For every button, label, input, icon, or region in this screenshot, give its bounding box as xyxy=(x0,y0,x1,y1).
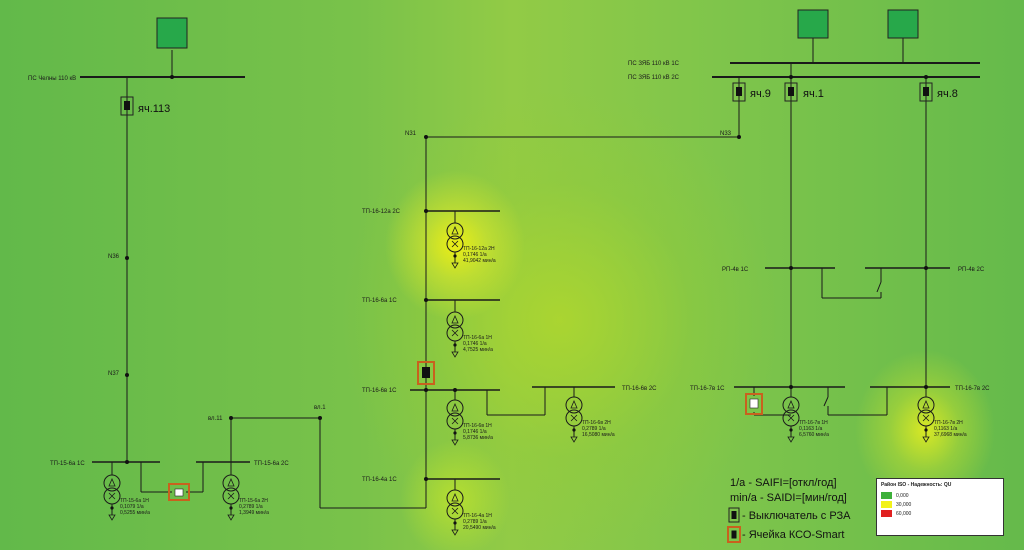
transformer-t2-name: ТП-16-6а 1Н xyxy=(463,335,492,341)
node-n36-label: N36 xyxy=(108,254,120,260)
scale-swatch xyxy=(881,501,892,508)
kso-cell-left[interactable] xyxy=(168,483,190,501)
scale-title: Район ISO - Надежность: QU xyxy=(881,482,952,488)
node-n1-label: вл.1 xyxy=(314,405,326,411)
transformer-t8-saidi: 0,5255 мин/а xyxy=(120,510,150,516)
source-right-2-box xyxy=(887,9,919,39)
node-n31-label: N31 xyxy=(405,131,417,137)
breaker-1[interactable] xyxy=(784,82,798,102)
bus-tp16-7v-2s: ТП-16-7в 2С xyxy=(955,386,990,392)
reliability-scale-legend: Район ISO - Надежность: QU 0,000 30,000 60… xyxy=(876,478,1004,536)
transformer-t6-saifi: 0,1163 1/а xyxy=(799,426,822,432)
transformer-t1[interactable]: ТП-16-12а 2Н0,1746 1/а41,9042 мин/а xyxy=(446,222,496,269)
legend-breaker: - Выключатель с РЗА xyxy=(742,510,851,522)
transformer-t8[interactable]: ТП-15-6а 1Н0,1079 1/а0,5255 мин/а xyxy=(103,474,150,521)
scale-label: 0,000 xyxy=(896,492,909,499)
transformer-t3-name: ТП-16-6в 1Н xyxy=(463,423,492,429)
transformer-t1-saidi: 41,9042 мин/а xyxy=(463,258,496,264)
kso-breaker-main[interactable] xyxy=(417,361,435,385)
breaker-9[interactable] xyxy=(732,82,746,102)
transformer-t5-name: ТП-16-4а 1Н xyxy=(463,513,492,519)
legend-kso: - Ячейка КСО-Smart xyxy=(742,529,844,541)
breaker-8[interactable] xyxy=(919,82,933,102)
transformer-t2-saidi: 4,7525 мин/а xyxy=(463,347,493,353)
cell-113-label: яч.113 xyxy=(138,103,170,115)
scale-swatch xyxy=(881,510,892,517)
transformer-t9-saidi: 1,3949 мин/а xyxy=(239,510,269,516)
bus-tp16-4a-1s: ТП-16-4а 1С xyxy=(362,477,397,483)
transformer-t1-saifi: 0,1746 1/а xyxy=(463,252,487,258)
bus-tp16-6v-1s: ТП-16-6в 1С xyxy=(362,388,397,394)
legend-saifi: 1/a - SAIFI=[откл/год] xyxy=(730,477,837,489)
bus-tp16-6v-2s: ТП-16-6в 2С xyxy=(622,386,657,392)
transformer-t4-saifi: 0,2789 1/а xyxy=(582,426,606,432)
transformer-t7-saifi: 0,1163 1/а xyxy=(934,426,957,432)
transformer-t1-name: ТП-16-12а 2Н xyxy=(463,246,495,252)
transformer-t2-saifi: 0,1746 1/а xyxy=(463,341,487,347)
scale-item: 30,000 xyxy=(881,500,999,509)
scale-label: 60,000 xyxy=(896,510,912,517)
legend-breaker-icon xyxy=(728,507,740,523)
cell-8-label: яч.8 xyxy=(937,88,958,100)
cell-9-label: яч.9 xyxy=(750,88,771,100)
breaker-113[interactable] xyxy=(120,96,134,116)
source-left-box xyxy=(156,17,188,49)
bus-tp15-6a-1s: ТП-15-6а 1С xyxy=(50,461,85,467)
scale-swatch xyxy=(881,492,892,499)
transformer-t3-saidi: 5,8736 мин/а xyxy=(463,435,493,441)
transformer-t5-saidi: 20,5490 мин/а xyxy=(463,525,496,531)
legend-kso-icon xyxy=(727,526,741,543)
bus-label-left: ПС Челны 110 кВ xyxy=(28,76,76,82)
scale-label: 30,000 xyxy=(896,501,912,508)
transformer-t9[interactable]: ТП-15-6а 2Н0,2789 1/а1,3949 мин/а xyxy=(222,474,269,521)
transformer-t6-saidi: 6,5760 мин/а xyxy=(799,432,829,438)
bus-tp15-6a-2s: ТП-15-6а 2С xyxy=(254,461,289,467)
transformer-t9-name: ТП-15-6а 2Н xyxy=(239,498,268,504)
transformer-t5-saifi: 0,2789 1/а xyxy=(463,519,487,525)
transformer-t7[interactable]: ТП-16-7в 2Н0,1163 1/а37,6968 мин/а xyxy=(917,396,967,443)
node-n33-label: N33 xyxy=(720,131,732,137)
transformer-t4[interactable]: ТП-16-6в 2Н0,2789 1/а16,5080 мин/а xyxy=(565,396,615,443)
cell-1-label: яч.1 xyxy=(803,88,824,100)
transformer-t5[interactable]: ТП-16-4а 1Н0,2789 1/а20,5490 мин/а xyxy=(446,489,496,536)
transformer-t3-saifi: 0,1746 1/а xyxy=(463,429,487,435)
bus-tp16-6a-1s: ТП-16-6а 1С xyxy=(362,298,397,304)
transformer-t7-name: ТП-16-7в 2Н xyxy=(934,420,963,426)
bus-rp-2s: РП-4в 2С xyxy=(958,267,985,273)
bus-label-right-2: ПС ЗЯБ 110 кВ 2С xyxy=(628,75,680,81)
bus-tp16-7v-1s: ТП-16-7в 1С xyxy=(690,386,725,392)
source-right-1-box xyxy=(797,9,829,39)
legend-saidi: min/a - SAIDI=[мин/год] xyxy=(730,492,847,504)
bus-label-right-1: ПС ЗЯБ 110 кВ 1С xyxy=(628,61,680,67)
node-n37-label: N37 xyxy=(108,371,120,377)
transformer-t8-name: ТП-15-6а 1Н xyxy=(120,498,149,504)
transformer-t7-saidi: 37,6968 мин/а xyxy=(934,432,967,438)
transformer-t9-saifi: 0,2789 1/а xyxy=(239,504,263,510)
bus-tp16-12a-2s: ТП-16-12а 2С xyxy=(362,209,401,215)
bus-rp-1s: РП-4в 1С xyxy=(722,267,749,273)
transformer-t4-saidi: 16,5080 мин/а xyxy=(582,432,615,438)
node-n11-label: вл.11 xyxy=(208,416,223,422)
transformer-t8-saifi: 0,1079 1/а xyxy=(120,504,144,510)
transformer-t2[interactable]: ТП-16-6а 1Н0,1746 1/а4,7525 мин/а xyxy=(446,311,493,358)
scale-item: 0,000 xyxy=(881,491,999,500)
transformer-t6[interactable]: ТП-16-7в 1Н0,1163 1/а6,5760 мин/а xyxy=(782,396,829,443)
scale-item: 60,000 xyxy=(881,509,999,518)
transformer-t4-name: ТП-16-6в 2Н xyxy=(582,420,611,426)
transformer-t6-name: ТП-16-7в 1Н xyxy=(799,420,828,426)
transformer-t3[interactable]: ТП-16-6в 1Н0,1746 1/а5,8736 мин/а xyxy=(446,399,493,446)
kso-cell-right[interactable] xyxy=(745,393,763,415)
